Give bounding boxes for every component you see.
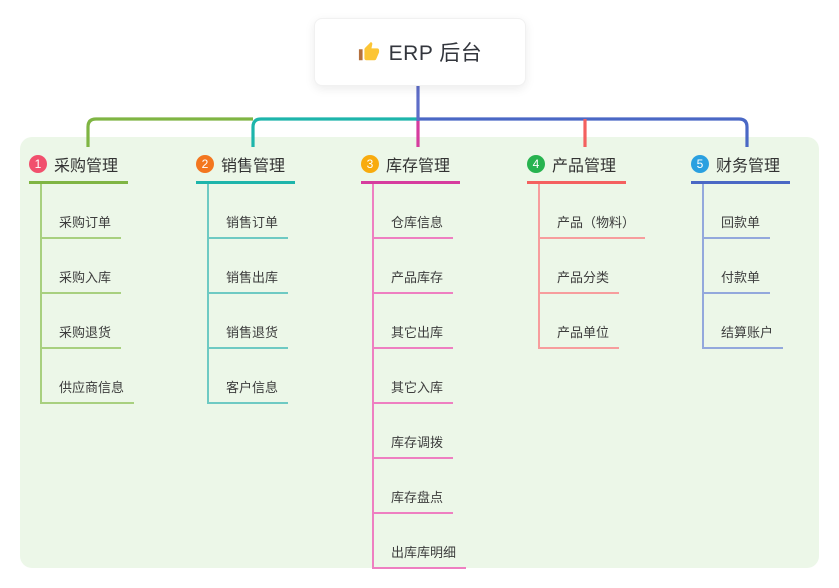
child-node[interactable]: 销售订单 [209, 184, 289, 239]
branch-purchase: 1 采购管理 采购订单 采购入库 采购退货 供应商信息 [29, 152, 135, 404]
root-node-label: ERP 后台 [388, 42, 483, 65]
branch-title-sales[interactable]: 2 销售管理 [196, 152, 295, 184]
branch-index-badge: 3 [361, 155, 379, 173]
branches-panel [20, 137, 819, 568]
child-node[interactable]: 采购订单 [42, 184, 122, 239]
child-node[interactable]: 采购入库 [42, 239, 122, 294]
branch-index-badge: 2 [196, 155, 214, 173]
child-node[interactable]: 产品（物料） [540, 184, 646, 239]
branch-children-inventory: 仓库信息 产品库存 其它出库 其它入库 库存调拨 库存盘点 出库库明细 [372, 184, 467, 569]
branch-title-label: 财务管理 [716, 158, 781, 175]
branch-title-label: 销售管理 [221, 158, 286, 175]
root-node[interactable]: ERP 后台 [314, 18, 526, 86]
branch-index-badge: 5 [691, 155, 709, 173]
child-node[interactable]: 产品库存 [374, 239, 454, 294]
branch-title-inventory[interactable]: 3 库存管理 [361, 152, 460, 184]
branch-index-badge: 1 [29, 155, 47, 173]
branch-title-finance[interactable]: 5 财务管理 [691, 152, 790, 184]
child-node[interactable]: 销售出库 [209, 239, 289, 294]
child-node[interactable]: 客户信息 [209, 349, 289, 404]
child-node[interactable]: 回款单 [704, 184, 771, 239]
child-node[interactable]: 产品单位 [540, 294, 620, 349]
branch-sales: 2 销售管理 销售订单 销售出库 销售退货 客户信息 [196, 152, 295, 404]
branch-title-label: 库存管理 [386, 158, 451, 175]
child-node[interactable]: 结算账户 [704, 294, 784, 349]
child-node[interactable]: 库存调拨 [374, 404, 454, 459]
child-node[interactable]: 付款单 [704, 239, 771, 294]
branch-title-product[interactable]: 4 产品管理 [527, 152, 626, 184]
branch-inventory: 3 库存管理 仓库信息 产品库存 其它出库 其它入库 库存调拨 库存盘点 出库库… [361, 152, 467, 569]
child-node[interactable]: 仓库信息 [374, 184, 454, 239]
branch-children-purchase: 采购订单 采购入库 采购退货 供应商信息 [40, 184, 135, 404]
branch-children-product: 产品（物料） 产品分类 产品单位 [538, 184, 646, 349]
child-node[interactable]: 供应商信息 [42, 349, 135, 404]
branch-children-sales: 销售订单 销售出库 销售退货 客户信息 [207, 184, 289, 404]
branch-title-purchase[interactable]: 1 采购管理 [29, 152, 128, 184]
child-node[interactable]: 其它入库 [374, 349, 454, 404]
branch-product: 4 产品管理 产品（物料） 产品分类 产品单位 [527, 152, 646, 349]
child-node[interactable]: 库存盘点 [374, 459, 454, 514]
branch-index-badge: 4 [527, 155, 545, 173]
child-node[interactable]: 其它出库 [374, 294, 454, 349]
branch-children-finance: 回款单 付款单 结算账户 [702, 184, 784, 349]
branch-finance: 5 财务管理 回款单 付款单 结算账户 [691, 152, 790, 349]
child-node[interactable]: 销售退货 [209, 294, 289, 349]
branch-title-label: 产品管理 [552, 158, 617, 175]
child-node[interactable]: 出库库明细 [374, 514, 467, 569]
branch-title-label: 采购管理 [54, 158, 119, 175]
child-node[interactable]: 产品分类 [540, 239, 620, 294]
child-node[interactable]: 采购退货 [42, 294, 122, 349]
thumbs-up-icon [358, 41, 379, 61]
